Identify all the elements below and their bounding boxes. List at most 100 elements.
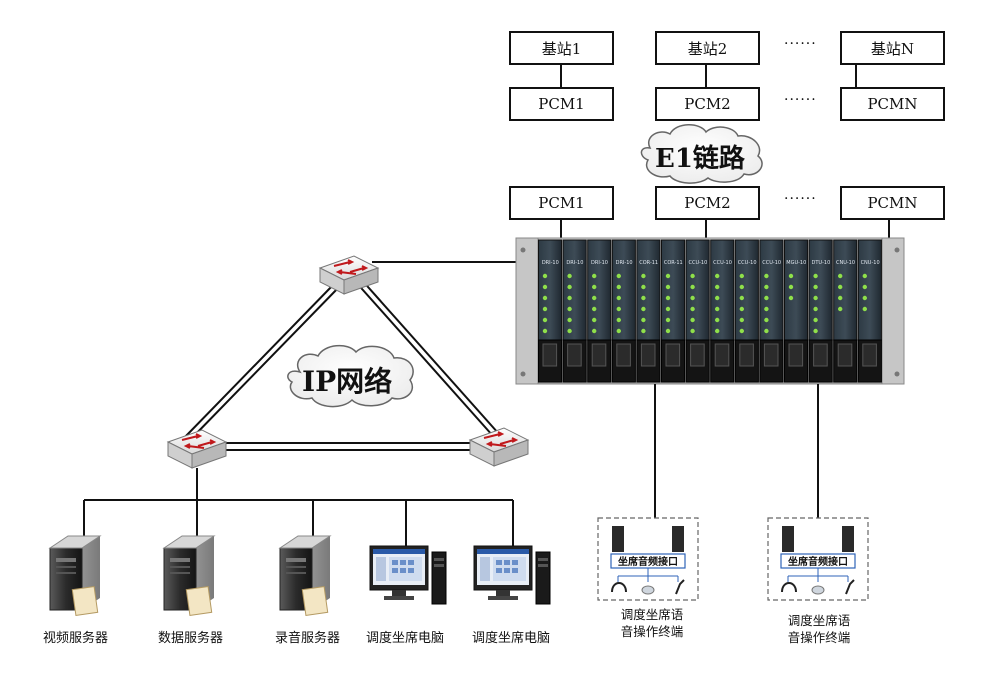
e1-link-cloud [640,124,763,184]
status-led [567,273,572,279]
status-led [739,284,744,290]
status-led [592,317,597,323]
status-led [813,273,818,279]
rack-terminal-connectors [654,384,819,518]
status-led [788,273,794,279]
status-led [764,273,769,279]
status-led [616,273,621,279]
rack-module: COR-11 [661,239,686,383]
status-led [838,273,843,279]
status-led [641,284,646,290]
voice-terminal-1: 坐席音频接口 [597,517,699,601]
status-led [567,295,572,301]
status-led [592,284,597,290]
status-led [665,306,671,312]
rack-module-label: COR-11 [664,260,683,266]
pcm-station-n: PCMN [840,87,945,121]
rack-module: CCU-10 [759,239,784,383]
rack-module-label: DTU-10 [812,260,831,266]
lan-bus [83,468,514,546]
rack-module: CCU-10 [734,239,759,383]
rack-module-label: CCU-10 [762,260,781,266]
audio-interface-label: 坐席音频接口 [788,555,848,568]
rack-module: DRI-10 [587,239,612,383]
pcm-center-1: PCM1 [509,186,614,220]
rack-module: DRI-10 [562,239,587,383]
voice-terminal-caption-1: 调度坐席语 音操作终端 [612,606,692,640]
status-led [739,317,744,323]
status-led [788,295,794,301]
status-led [715,328,720,334]
voice-terminal-caption-line2: 音操作终端 [787,630,851,645]
pcm-station-1: PCM1 [509,87,614,121]
status-led [665,317,671,323]
status-led [739,306,744,312]
rack-module-label: MGU-10 [786,260,806,266]
switch-left [166,429,228,469]
status-led [862,273,867,279]
dispatch-pc-label-2: 调度坐席电脑 [472,631,551,646]
voice-terminal-caption-line1: 调度坐席语 [787,613,851,628]
rack-module: DRI-10 [611,239,636,383]
rack-module-label: CCU-10 [688,260,707,266]
video-server-label: 视频服务器 [43,631,109,646]
status-led [862,295,867,301]
pcm-center-n: PCMN [840,186,945,220]
rack-module: DTU-10 [808,239,833,383]
status-led [665,284,671,290]
status-led [690,273,695,279]
station-pcm-connectors [560,64,857,88]
status-led [739,295,744,301]
dispatch-pc-icon [369,545,447,605]
base-station-n: 基站N [840,31,945,65]
status-led [616,284,621,290]
switch-top [318,255,380,295]
status-led [592,295,597,301]
status-led [838,295,843,301]
status-led [690,306,695,312]
recording-server-label: 录音服务器 [275,631,341,646]
pcm-ellipsis-top: ······ [784,92,817,108]
rack-module: CCU-10 [685,239,710,383]
status-led [542,306,548,312]
data-server-label: 数据服务器 [158,631,224,646]
pcm-center-2: PCM2 [655,186,760,220]
rack-module-label: DRI-10 [566,260,583,266]
rack-module-label: CCU-10 [738,260,757,266]
voice-terminal-caption-2: 调度坐席语 音操作终端 [779,612,859,646]
status-led [690,328,695,334]
status-led [616,317,621,323]
dispatch-pc-label-1: 调度坐席电脑 [366,631,445,646]
data-server-icon [162,535,216,616]
voice-terminal-caption-line2: 音操作终端 [620,624,684,639]
e1-link-label: E1链路 [655,144,745,174]
status-led [813,317,818,323]
status-led [592,273,597,279]
status-led [715,306,720,312]
status-led [665,295,671,301]
rack-module-label: CCU-10 [713,260,732,266]
status-led [641,317,646,323]
audio-interface-label: 坐席音频接口 [618,555,678,568]
pcm-ellipsis-bottom: ······ [784,191,817,207]
status-led [764,295,769,301]
status-led [592,328,597,334]
status-led [813,295,818,301]
status-led [764,306,769,312]
voice-terminal-caption-line1: 调度坐席语 [620,607,684,622]
status-led [542,328,548,334]
rack-module: CNU-10 [833,239,858,383]
rack-module: CCU-10 [710,239,735,383]
status-led [862,284,867,290]
ip-network-cloud [287,344,414,408]
status-led [739,273,744,279]
status-led [641,306,646,312]
status-led [616,306,621,312]
rack-module-label: DRI-10 [542,260,559,266]
rack-module-label: COR-11 [639,260,658,266]
pcm-rack-connectors [560,219,890,240]
status-led [690,317,695,323]
status-led [641,295,646,301]
